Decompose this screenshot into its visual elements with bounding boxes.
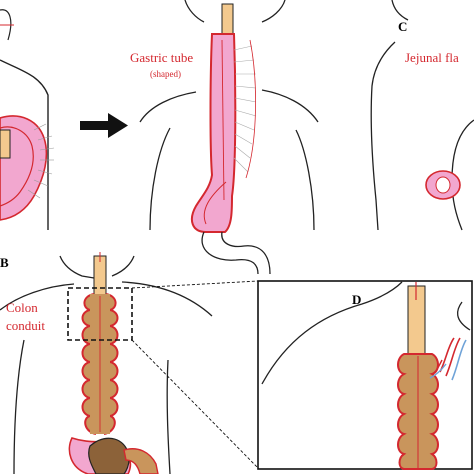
colon-conduit-label-line1: Colon <box>6 300 38 315</box>
panel-a-torso-outline <box>139 0 319 231</box>
panel-c-torso-outline <box>370 0 474 231</box>
jejunal-flap-label: Jejunal fla <box>405 50 459 65</box>
panel-d-colon-graft <box>397 282 467 470</box>
inset-connector-bottom <box>131 339 259 469</box>
panel-d-frame <box>257 280 473 470</box>
panel-d-torso-outline <box>261 281 471 385</box>
inset-connector-top <box>131 280 259 289</box>
panel-d-letter: D <box>352 292 361 307</box>
panel-b-torso-outline <box>0 255 213 474</box>
colon-conduit-label-line2: conduit <box>6 318 45 333</box>
panel-c-letter: C <box>398 19 407 34</box>
gastric-tube-graft <box>190 3 271 275</box>
gastric-tube-label: Gastric tube <box>130 50 193 65</box>
panel-a-left-body <box>0 9 55 230</box>
gastric-tube-sublabel: (shaped) <box>150 69 181 79</box>
inset-highlight-box <box>67 287 133 341</box>
jejunal-flap-graft <box>425 170 461 200</box>
arrow-icon <box>80 113 128 138</box>
colon-conduit-graft <box>68 252 159 474</box>
panel-b-letter: B <box>0 255 9 270</box>
